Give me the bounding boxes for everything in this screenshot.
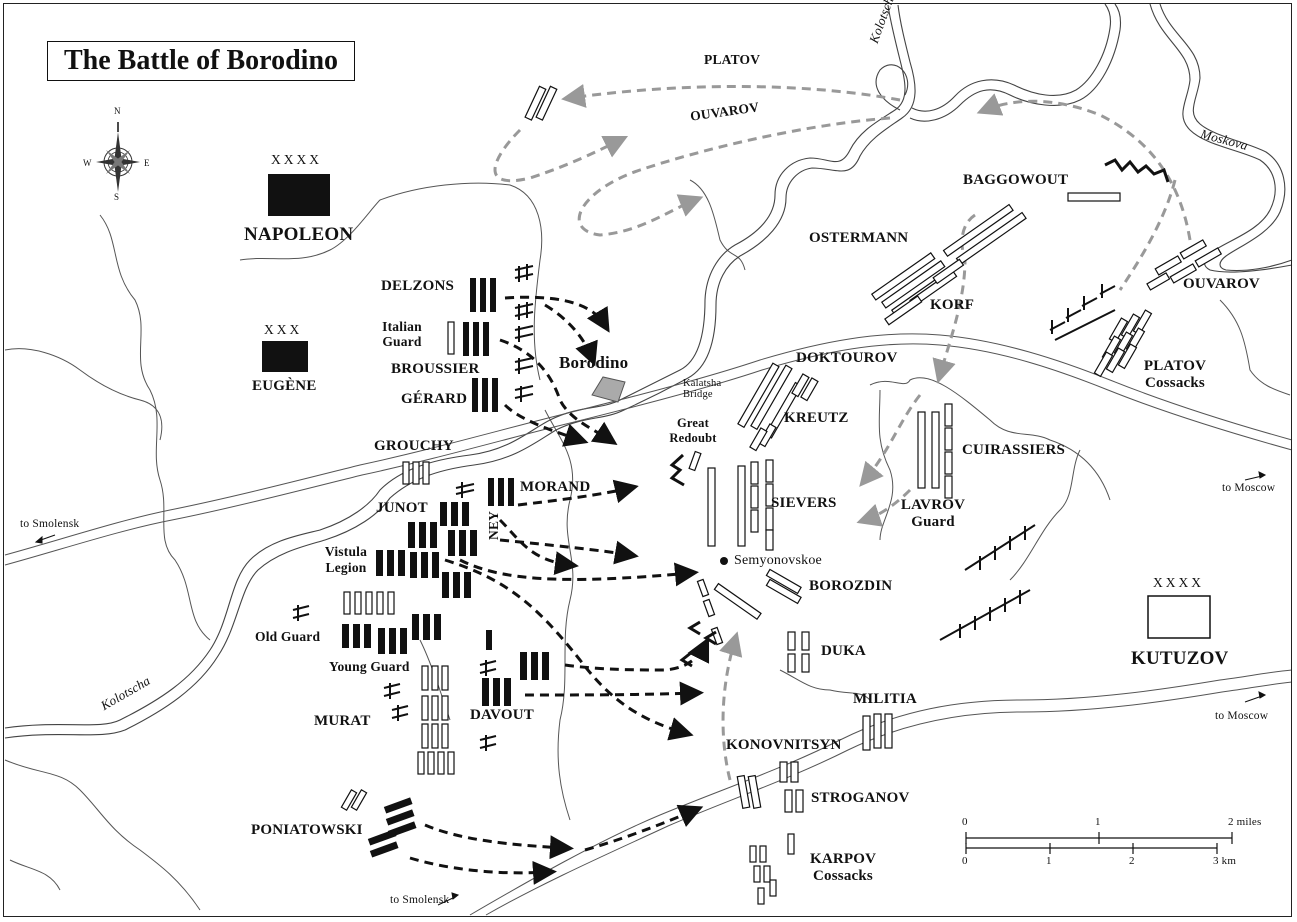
napoleon-label: NAPOLEON: [244, 224, 354, 245]
morand-label: MORAND: [520, 479, 591, 495]
russian-arrows: [493, 84, 1192, 781]
ouvarov-right-label: OUVAROV: [1183, 276, 1260, 292]
sievers-label: SIEVERS: [771, 495, 837, 511]
vistula-legion-label: Vistula Legion: [324, 544, 368, 575]
scale-miles-0: 0: [962, 816, 968, 828]
roads: [4, 333, 1293, 916]
korf-label: KORF: [930, 297, 975, 313]
kutuzov-echelon: XXXX: [1153, 575, 1204, 590]
baggowout-label: BAGGOWOUT: [963, 172, 1069, 188]
kutuzov-label: KUTUZOV: [1131, 648, 1229, 669]
to-moscow-top-label: to Moscow: [1222, 482, 1276, 494]
borodino-village: [591, 376, 626, 403]
scale-km-3: 3 km: [1213, 855, 1237, 867]
delzons-label: DELZONS: [381, 278, 455, 294]
artillery-marks: [292, 264, 1116, 751]
young-guard-label: Young Guard: [329, 659, 410, 674]
broussier-label: BROUSSIER: [391, 361, 480, 377]
semyonovskoe-marker: [720, 557, 728, 565]
scale-km-1: 1: [1046, 855, 1052, 867]
lavrov-guard-label: LAVROV Guard: [900, 497, 966, 530]
platov-top-label: PLATOV: [704, 52, 761, 67]
scale-km-0: 0: [962, 855, 968, 867]
semyonovskoe-label: Semyonovskoe: [734, 553, 822, 568]
to-moscow-bottom-label: to Moscow: [1215, 710, 1269, 722]
to-smolensk-bottom-label: to Smolensk: [390, 894, 450, 906]
map-title: The Battle of Borodino: [47, 41, 355, 81]
grouchy-label: GROUCHY: [374, 438, 454, 454]
davout-label: DAVOUT: [470, 707, 534, 723]
earthworks: [669, 158, 1170, 668]
ostermann-label: OSTERMANN: [809, 230, 909, 246]
scale-bar: [965, 832, 1233, 854]
duka-label: DUKA: [821, 643, 866, 659]
compass-east-label: E: [144, 158, 150, 168]
scale-miles-1: 1: [1095, 816, 1101, 828]
french-units: [342, 278, 549, 858]
eugene-label: EUGÈNE: [252, 378, 317, 394]
scale-miles-2: 2 miles: [1228, 816, 1262, 828]
to-smolensk-left-label: to Smolensk: [20, 518, 80, 530]
poniatowski-label: PONIATOWSKI: [251, 822, 363, 838]
compass-north-label: N: [114, 106, 121, 116]
compass-west-label: W: [83, 158, 92, 168]
gerard-label: GÉRARD: [401, 391, 468, 407]
italian-guard-label: Italian Guard: [382, 319, 422, 349]
russian-units: [524, 85, 1223, 905]
moskova-river: [1149, 3, 1293, 273]
scale-km-2: 2: [1129, 855, 1135, 867]
eugene-echelon: XXX: [264, 322, 303, 337]
militia-label: MILITIA: [853, 691, 917, 707]
old-guard-label: Old Guard: [255, 629, 321, 644]
cuirassiers-label: CUIRASSIERS: [962, 442, 1066, 458]
junot-label: JUNOT: [376, 500, 428, 516]
napoleon-echelon: XXXX: [271, 152, 322, 167]
doktourov-label: DOKTOUROV: [796, 350, 898, 366]
borozdin-label: BOROZDIN: [809, 578, 893, 594]
stroganov-label: STROGANOV: [811, 790, 910, 806]
murat-label: MURAT: [314, 713, 371, 729]
borodino-label: Borodino: [559, 353, 629, 372]
streams: [4, 179, 1291, 911]
platov-cossacks-label: PLATOV Cossacks: [1143, 358, 1207, 391]
compass-south-label: S: [114, 192, 120, 202]
konovnitsyn-label: KONOVNITSYN: [726, 737, 842, 753]
karpov-cossacks-label: KARPOV Cossacks: [810, 851, 877, 884]
kalatsha-bridge-label: Kalatsha Bridge: [683, 378, 722, 400]
map-frame: [3, 3, 1292, 917]
road-arrows: [34, 471, 1267, 906]
french-arrows: [409, 295, 710, 885]
great-redoubt-label: Great Redoubt: [669, 416, 717, 445]
compass-rose-icon: [96, 122, 140, 192]
kreutz-label: KREUTZ: [784, 410, 849, 426]
french-cavalry: [340, 461, 455, 811]
ney-label: NEY: [486, 510, 501, 540]
commander-boxes: [262, 174, 1211, 639]
